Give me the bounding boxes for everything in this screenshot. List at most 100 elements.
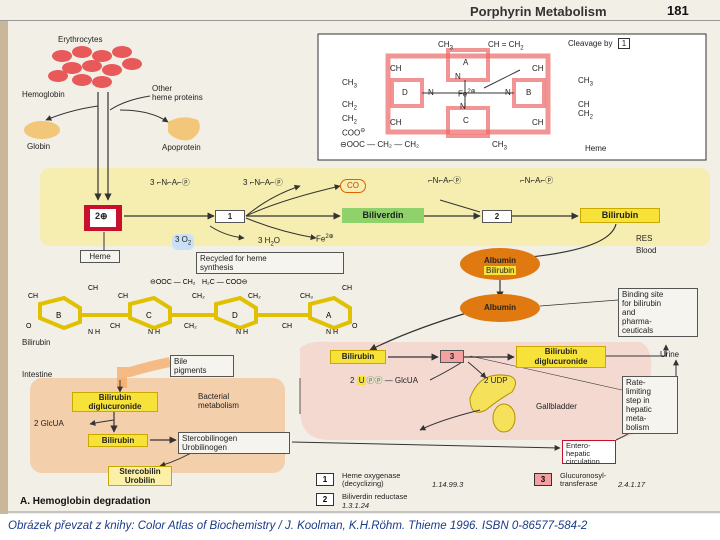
header-rule [0, 20, 720, 21]
recycled-note: Recycled for heme synthesis [196, 252, 344, 274]
gallbladder-shape [469, 374, 516, 433]
cleavage-step-badge: 1 [617, 38, 631, 49]
heme-n-1: N [455, 72, 461, 81]
carbon-monoxide-label: CO [340, 179, 366, 193]
heme-n-3: N [505, 88, 511, 97]
legend-badge-2: 2 [316, 493, 334, 506]
udp-product-label: 2 UDP [484, 376, 508, 385]
ring-b-label: B [526, 88, 532, 97]
legend-name-1: Heme oxygenase (decyclizing) [342, 471, 401, 488]
heme-vinyl-top: CH = CH2 [488, 40, 524, 52]
legend-badge-1: 1 [316, 473, 334, 486]
enterohepatic-box: Entero- hepatic circulation [562, 440, 616, 466]
res-label: RES [636, 234, 653, 243]
heme-ch-3: CH [390, 118, 402, 127]
svg-text:N H: N H [236, 329, 248, 336]
legend-ec-3: 2.4.1.17 [618, 480, 646, 489]
oxygen-label: 3 O2 [172, 234, 195, 250]
heme-oxygenase-step: 1 [215, 210, 245, 223]
heme-ch-4: CH [532, 118, 544, 127]
bilirubin-box: Bilirubin [580, 208, 660, 223]
globin-label: Globin [27, 142, 51, 151]
apoprotein-shape [168, 117, 200, 141]
intestine-bilirubin-box: Bilirubin [88, 434, 148, 447]
ring-a-label: A [463, 58, 469, 67]
pyrrole-icon-3: ⌐N⌐A⌐ⓟ [428, 176, 462, 185]
stercobilin-box: Stercobilin Urobilin [108, 466, 172, 486]
glucuronosyltransferase-step: 3 [440, 350, 464, 363]
heme-box-label: Heme [80, 250, 120, 263]
legend-item-3: 3 Glucuronosyl- transferase 2.4.1.17 [534, 472, 704, 490]
caption-band: Obrázek převzat z knihy: Color Atlas of … [0, 514, 720, 540]
page-number: 181 [667, 3, 689, 18]
svg-text:CH: CH [88, 285, 98, 292]
svg-text:CH: CH [118, 293, 128, 300]
svg-text:CH₃: CH₃ [300, 293, 313, 300]
pyrrole-icon-2: 3 ⌐N⌐A⌐ⓟ [243, 178, 283, 187]
heme-n-2: N [428, 88, 434, 97]
heme-ch3-bottom: CH3 [492, 140, 507, 152]
legend-ec-2: 1.3.1.24 [342, 501, 370, 510]
svg-text:CH: CH [282, 323, 292, 330]
urine-label: Urine [660, 350, 680, 359]
bilirubin-structure: B C D A CH CH CH ⊖OOC — CH₂ H₂C — COO⊖ C… [26, 279, 358, 336]
svg-text:A: A [326, 311, 332, 320]
legend-badge-3: 3 [534, 473, 552, 486]
page-title: Porphyrin Metabolism [470, 4, 607, 19]
svg-text:CH₂: CH₂ [184, 323, 197, 330]
heme-ch3-left: CH3 [342, 78, 357, 90]
heme-iron-charge: 2⊕ [95, 211, 108, 221]
svg-text:CH₂: CH₂ [192, 293, 205, 300]
svg-text:N H: N H [326, 329, 338, 336]
page-gutter [0, 21, 8, 516]
bacterial-metabolism-label: Bacterial metabolism [198, 392, 239, 410]
svg-text:H₂C — COO⊖: H₂C — COO⊖ [202, 279, 248, 286]
iron-release-label: Fe2⊕ [316, 234, 334, 244]
heme-cleavage-label: Cleavage by 1 [568, 38, 631, 49]
heme-ch3-right: CH3 [578, 76, 593, 88]
reaction-band [40, 168, 710, 246]
heme-ch3-top: CH3 [438, 40, 453, 52]
albumin-lower-label: Albumin [484, 303, 516, 312]
albumin-upper [460, 248, 540, 280]
glcua-release-label: 2 GlcUA [34, 419, 64, 428]
heme-fe-label: Fe2⊕ [458, 89, 476, 99]
svg-text:C: C [146, 311, 152, 320]
legend-item-2: 2 Biliverdin reductase 1.3.1.24 [316, 492, 516, 510]
other-heme-proteins-label: Other heme proteins [152, 84, 203, 102]
svg-text:N H: N H [88, 329, 100, 336]
binding-site-note: Binding site for bilirubin and pharma- c… [618, 288, 698, 337]
heme-ch-1: CH [390, 64, 402, 73]
svg-text:B: B [56, 311, 61, 320]
water-label: 3 H2O [258, 236, 281, 248]
heme-structure-title: Heme [585, 144, 607, 153]
intestine-diglucuronide-box: Bilirubin diglucuronide [72, 392, 158, 412]
svg-text:CH: CH [342, 285, 352, 292]
legend-name-3: Glucuronosyl- transferase [560, 471, 607, 488]
svg-text:CH: CH [28, 293, 38, 300]
svg-text:⊖OOC — CH₂: ⊖OOC — CH₂ [150, 279, 196, 286]
heme-ch-2: CH [532, 64, 544, 73]
gallbladder-label: Gallbladder [536, 402, 577, 411]
liver-diglucuronide-box: Bilirubin diglucuronide [516, 346, 606, 368]
stercobilinogen-box: Stercobilinogen Urobilinogen [178, 432, 290, 454]
albumin-bilirubin-label: Bilirubin [484, 266, 517, 275]
rate-limiting-note: Rate- limiting step in hepatic meta- bol… [622, 376, 678, 434]
svg-text:CH₂: CH₂ [248, 293, 261, 300]
legend-item-1: 1 Heme oxygenase (decyclizing) 1.14.99.3 [316, 472, 516, 490]
albumin-upper-label: Albumin [484, 256, 516, 265]
legend-name-2: Biliverdin reductase [342, 492, 408, 501]
svg-text:O: O [352, 323, 358, 330]
ring-c-label: C [463, 116, 469, 125]
biliverdin-reductase-step: 2 [482, 210, 512, 223]
source-caption: Obrázek převzat z knihy: Color Atlas of … [8, 520, 588, 532]
svg-text:D: D [232, 311, 238, 320]
porphyrin-ring [385, 48, 551, 138]
bilirubin-structure-label: Bilirubin [22, 338, 51, 347]
svg-text:O: O [26, 323, 32, 330]
